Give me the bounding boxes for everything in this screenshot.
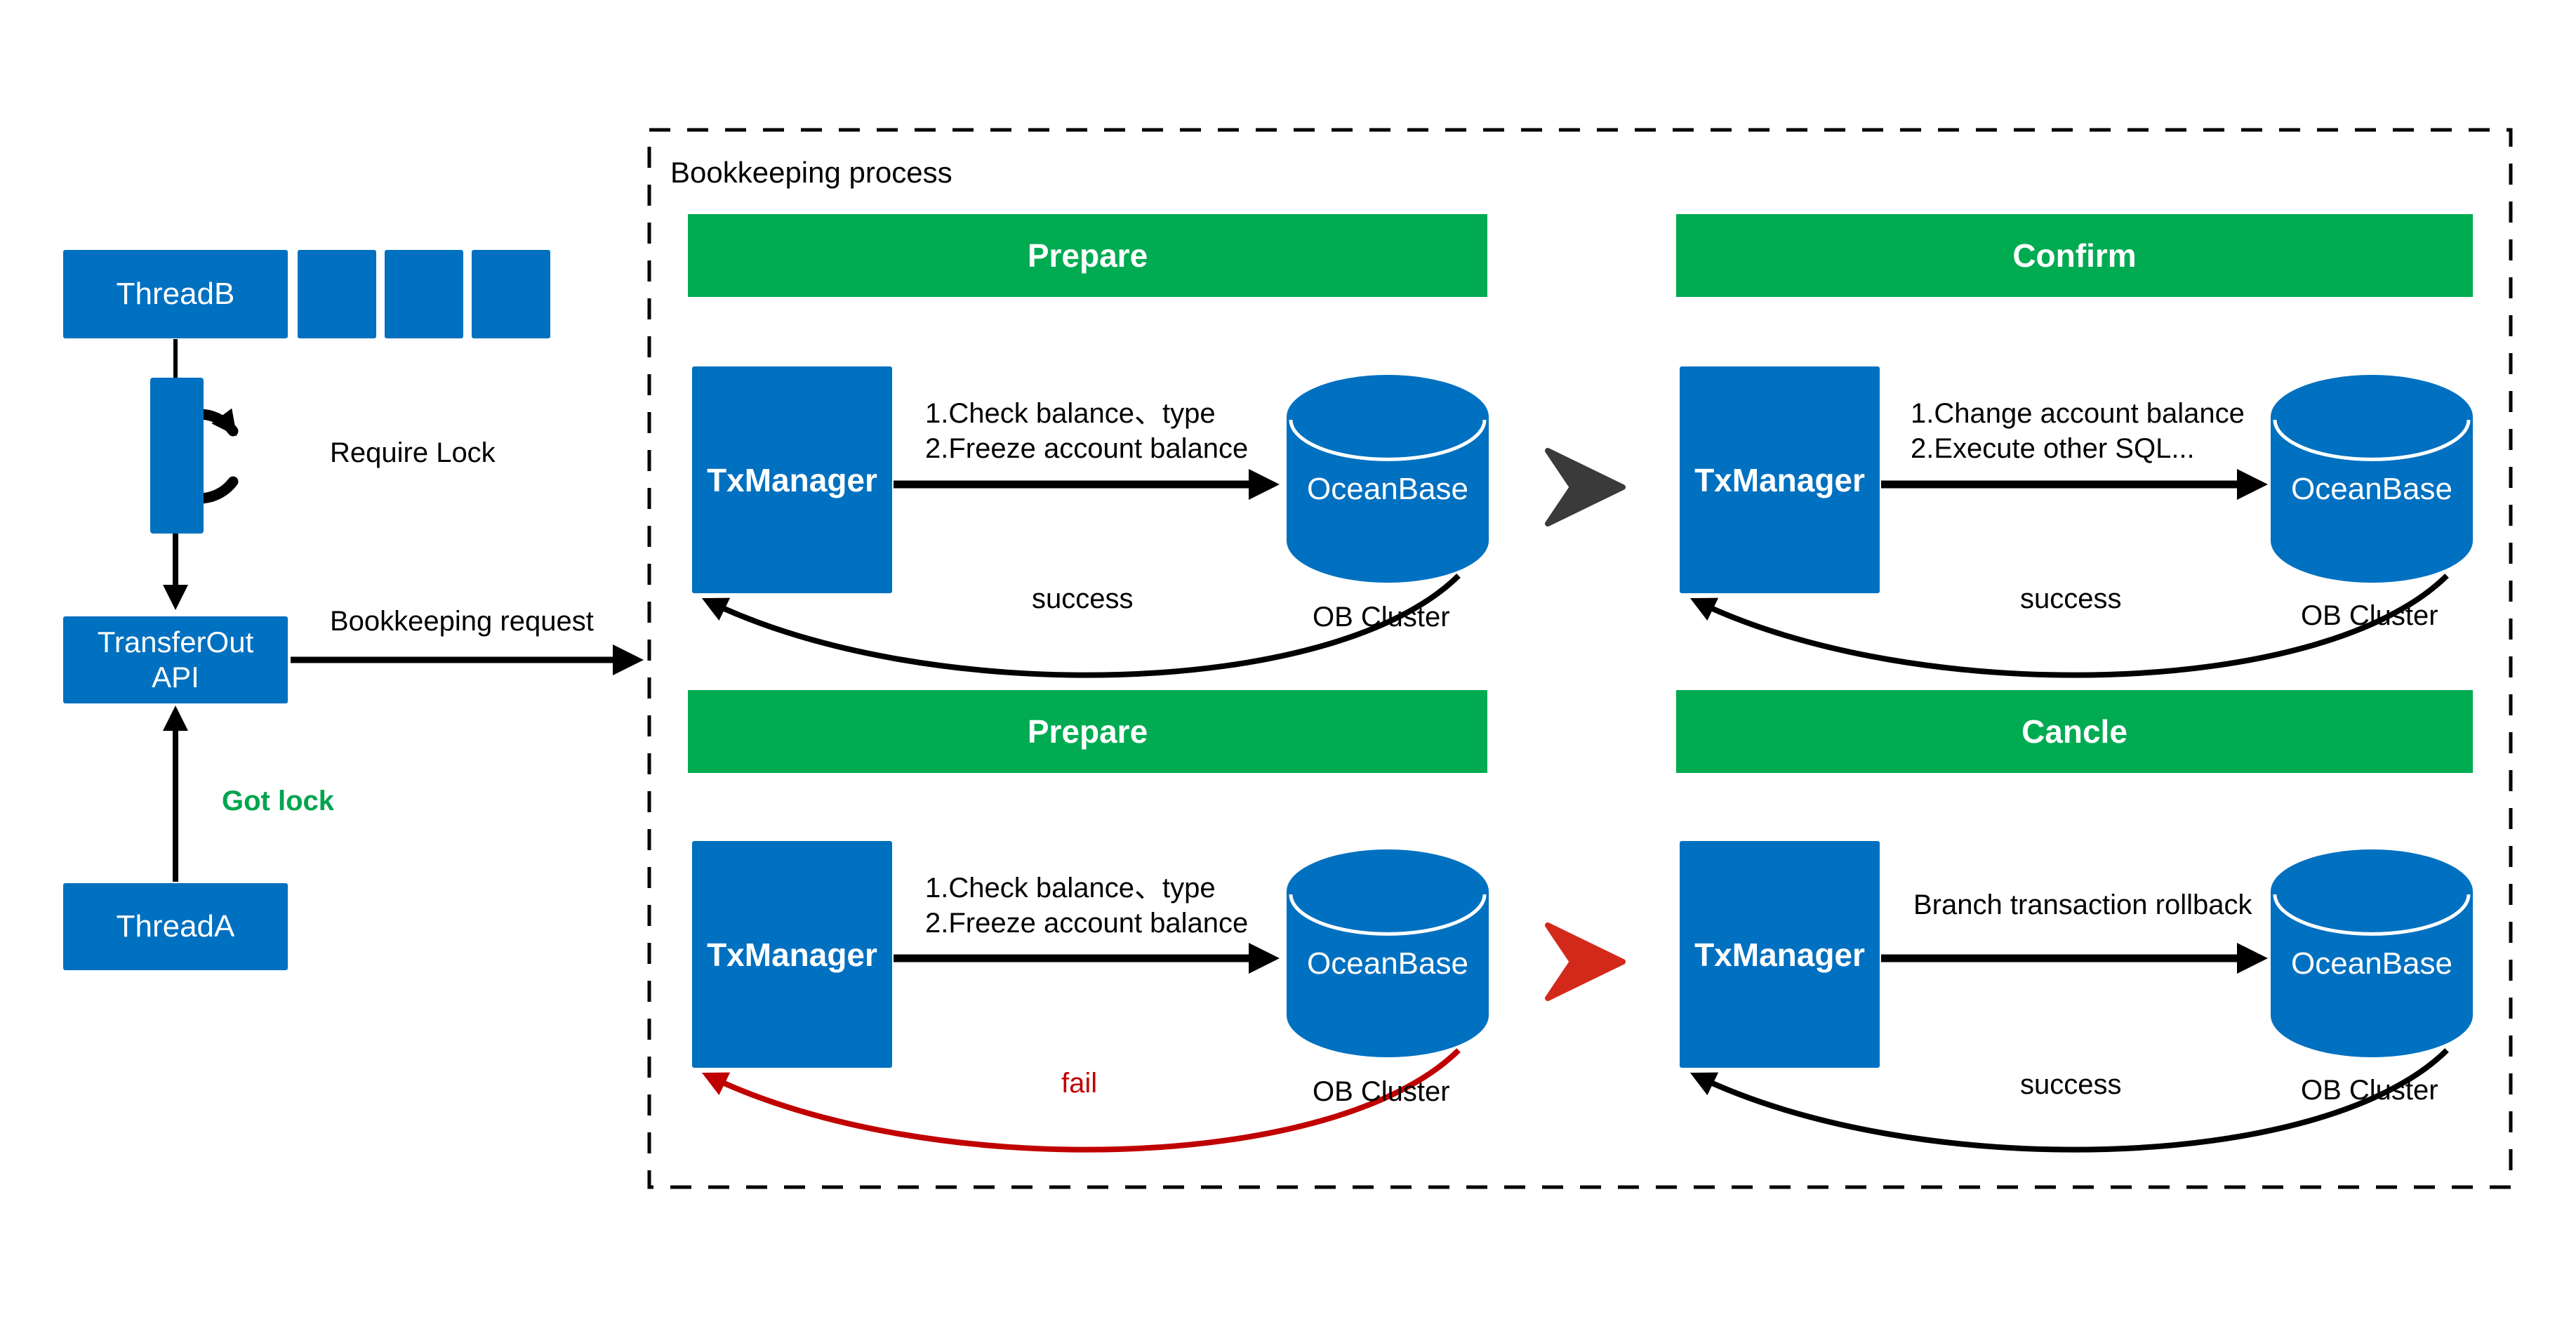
- ob-cluster-caption-cancle: OB Cluster: [2301, 1075, 2438, 1106]
- request-line2-confirm: 2.Execute other SQL...: [1911, 433, 2195, 464]
- thread-slot-box-3: [472, 250, 550, 338]
- require-lock-label: Require Lock: [330, 437, 496, 468]
- ob-cluster-caption-prepare-bottom: OB Cluster: [1313, 1076, 1450, 1107]
- result-label-prepare-top: success: [1032, 583, 1134, 614]
- phase-bar-cancle: Cancle: [1676, 690, 2473, 773]
- threada-box: ThreadA: [63, 883, 288, 970]
- phase-bar-prepare-top: Prepare: [688, 214, 1487, 297]
- txmanager-label-prepare-top: TxManager: [707, 461, 877, 498]
- request-line1-prepare-top: 1.Check balance、type: [925, 398, 1216, 429]
- threadb-label: ThreadB: [116, 277, 235, 311]
- request-line1-prepare-bottom: 1.Check balance、type: [925, 873, 1216, 904]
- phase-bar-cancle-label: Cancle: [2021, 713, 2127, 750]
- request-line1-confirm: 1.Change account balance: [1911, 398, 2245, 429]
- txmanager-box-cancle: TxManager: [1680, 841, 1880, 1068]
- transferout-api-box: TransferOut API: [63, 616, 288, 703]
- txmanager-box-prepare-bottom: TxManager: [692, 841, 892, 1068]
- phase-bar-confirm: Confirm: [1676, 214, 2473, 297]
- txmanager-label-cancle: TxManager: [1694, 936, 1865, 973]
- txmanager-box-prepare-top: TxManager: [692, 366, 892, 593]
- ob-cluster-caption-prepare-top: OB Cluster: [1313, 602, 1450, 633]
- ob-cluster-caption-confirm: OB Cluster: [2301, 600, 2438, 631]
- request-line2-prepare-bottom: 2.Freeze account balance: [925, 908, 1249, 939]
- oceanbase-label-prepare-top: OceanBase: [1307, 472, 1468, 506]
- thread-slot-box-2: [385, 250, 463, 338]
- phase-bar-prepare-bottom: Prepare: [688, 690, 1487, 773]
- phase-bar-prepare-bottom-label: Prepare: [1027, 713, 1148, 750]
- txmanager-label-prepare-bottom: TxManager: [707, 936, 877, 973]
- oceanbase-label-prepare-bottom: OceanBase: [1307, 946, 1468, 981]
- result-label-cancle: success: [2020, 1069, 2122, 1100]
- got-lock-label: Got lock: [222, 786, 335, 816]
- chevron-prepare-to-confirm-icon: [1545, 448, 1626, 527]
- threadb-box: ThreadB: [63, 250, 288, 338]
- result-label-prepare-bottom: fail: [1061, 1068, 1098, 1099]
- txmanager-label-confirm: TxManager: [1694, 461, 1865, 498]
- threadb-activation-bar: [150, 378, 204, 534]
- bookkeeping-process-title: Bookkeeping process: [670, 156, 952, 189]
- phase-bar-confirm-label: Confirm: [2012, 237, 2137, 274]
- thread-slot-box-1: [298, 250, 376, 338]
- result-label-confirm: success: [2020, 583, 2122, 614]
- phase-bar-prepare-top-label: Prepare: [1027, 237, 1148, 274]
- transferout-api-line2: API: [152, 661, 199, 694]
- request-line1-cancle: Branch transaction rollback: [1913, 889, 2252, 920]
- chevron-prepare-to-cancle-icon: [1545, 922, 1626, 1001]
- threada-label: ThreadA: [116, 909, 235, 944]
- txmanager-box-confirm: TxManager: [1680, 366, 1880, 593]
- transferout-api-line1: TransferOut: [97, 625, 254, 658]
- bookkeeping-request-label: Bookkeeping request: [330, 606, 594, 637]
- oceanbase-label-confirm: OceanBase: [2291, 472, 2452, 506]
- oceanbase-label-cancle: OceanBase: [2291, 946, 2452, 981]
- request-line2-prepare-top: 2.Freeze account balance: [925, 433, 1249, 464]
